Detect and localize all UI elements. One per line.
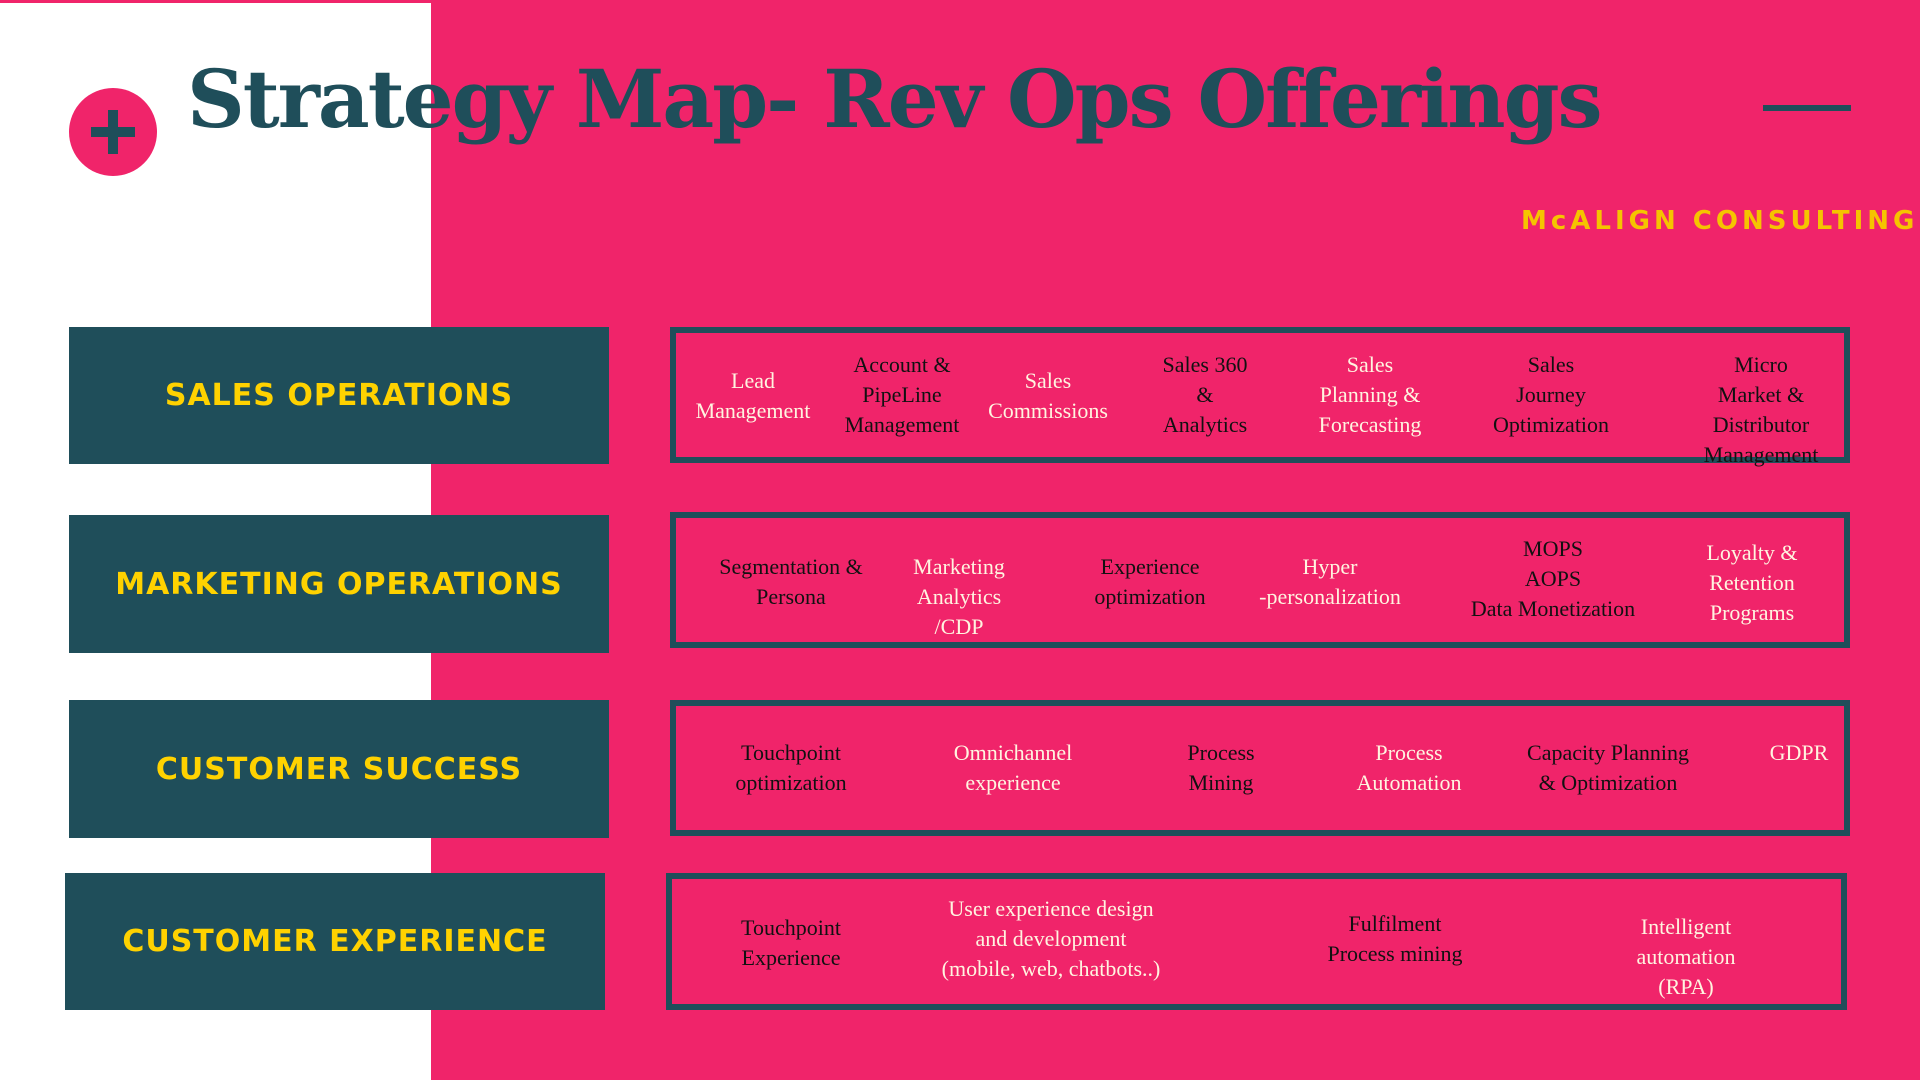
row-label-text: SALES OPERATIONS bbox=[164, 378, 514, 413]
offering-item: Loyalty & Retention Programs bbox=[1706, 540, 1798, 625]
offering-item: Marketing Analytics /CDP bbox=[913, 554, 1005, 639]
offering-item: Fulfilment Process mining bbox=[1327, 911, 1463, 966]
page-title: Strategy Map- Rev Ops Offerings bbox=[187, 52, 1603, 146]
offering-item: Touchpoint Experience bbox=[741, 915, 841, 970]
offering-item: Account & PipeLine Management bbox=[844, 352, 960, 437]
row-label-customer-experience: CUSTOMER EXPERIENCE bbox=[65, 873, 605, 1010]
offering-item: Intelligent automation (RPA) bbox=[1636, 914, 1736, 999]
offering-item: User experience design and development (… bbox=[941, 896, 1161, 981]
offerings-box-sales-operations: Lead Management Account & PipeLine Manag… bbox=[670, 327, 1850, 467]
offering-item: Process Automation bbox=[1356, 740, 1462, 795]
decorative-dash bbox=[1763, 105, 1851, 111]
brand-name: McALIGN CONSULTING bbox=[1521, 206, 1919, 236]
row-label-sales-operations: SALES OPERATIONS bbox=[69, 327, 609, 464]
offering-item: Sales Journey Optimization bbox=[1492, 352, 1610, 437]
offering-item: Capacity Planning & Optimization bbox=[1527, 740, 1689, 795]
offering-item: Experience optimization bbox=[1094, 554, 1206, 609]
row-label-text: MARKETING OPERATIONS bbox=[115, 566, 563, 602]
offerings-box-customer-success: Touchpoint optimization Omnichannel expe… bbox=[670, 700, 1850, 836]
offering-item: Sales 360 & Analytics bbox=[1162, 352, 1248, 437]
offerings-box-customer-experience: Touchpoint Experience User experience de… bbox=[666, 873, 1847, 1010]
offering-item: Lead Management bbox=[695, 368, 811, 423]
row-label-marketing-operations: MARKETING OPERATIONS bbox=[69, 515, 609, 653]
offering-item: MOPS AOPS Data Monetization bbox=[1470, 536, 1636, 621]
offering-item: Micro Market & Distributor Management bbox=[1703, 352, 1819, 467]
row-label-customer-success: CUSTOMER SUCCESS bbox=[69, 700, 609, 838]
plus-icon bbox=[69, 88, 157, 176]
offering-item: Omnichannel experience bbox=[953, 740, 1073, 795]
offering-item: Sales Planning & Forecasting bbox=[1318, 352, 1422, 437]
offering-item: Process Mining bbox=[1187, 740, 1255, 795]
offerings-box-marketing-operations: Segmentation & Persona Marketing Analyti… bbox=[670, 512, 1850, 648]
offering-item: Touchpoint optimization bbox=[735, 740, 847, 795]
offering-item: Segmentation & Persona bbox=[719, 554, 863, 609]
offering-item: Hyper -personalization bbox=[1259, 554, 1401, 609]
row-label-text: CUSTOMER EXPERIENCE bbox=[122, 924, 548, 959]
offering-item: GDPR bbox=[1769, 740, 1829, 765]
offering-item: Sales Commissions bbox=[988, 368, 1108, 423]
row-label-text: CUSTOMER SUCCESS bbox=[155, 751, 523, 787]
